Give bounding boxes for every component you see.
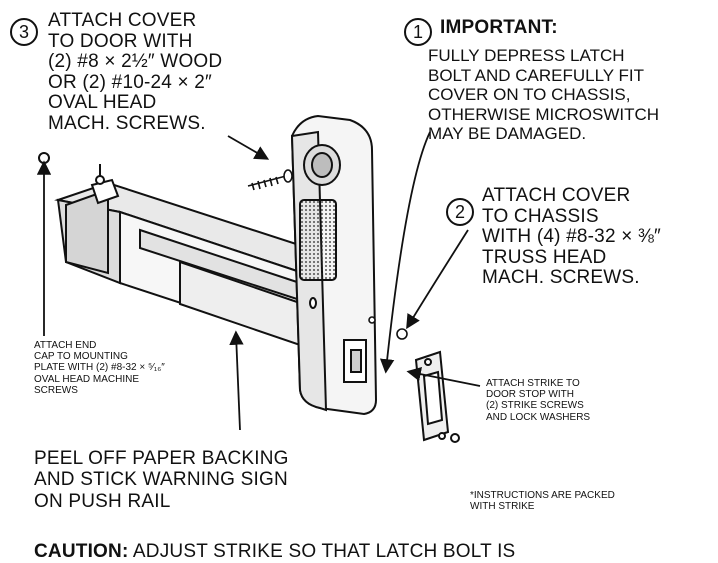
end-cap	[65, 188, 109, 275]
step1-line: OTHERWISE MICROSWITCH	[428, 104, 660, 124]
wood-screw	[247, 169, 293, 191]
step1-line: MAY BE DAMAGED.	[428, 124, 587, 144]
end-cap-line: CAP TO MOUNTING	[34, 351, 128, 363]
end-cap-note: ATTACH END CAP TO MOUNTING PLATE WITH (2…	[34, 340, 165, 396]
step3-line: (2) #8 × 2½″ WOOD	[48, 51, 223, 73]
step2-number-badge: 2	[446, 198, 474, 226]
chassis-cover	[290, 114, 378, 416]
step1-line: BOLT AND CAREFULLY FIT	[428, 65, 645, 85]
packed-line: WITH STRIKE	[470, 501, 535, 513]
packed-note: *INSTRUCTIONS ARE PACKED WITH STRIKE	[470, 490, 615, 512]
step2-instructions: ATTACH COVER TO CHASSIS WITH (4) #8-32 ×…	[482, 185, 661, 289]
step1-number-badge: 1	[404, 18, 432, 46]
step2-line: TO CHASSIS	[482, 205, 599, 227]
step2-line: ATTACH COVER	[482, 185, 631, 206]
step2-arrow	[406, 229, 469, 330]
end-cap-line: PLATE WITH (2) #8-32 × ⁵⁄₁₆″	[34, 362, 165, 374]
step3-number-badge: 3	[10, 18, 38, 46]
strike-line: ATTACH STRIKE TO	[486, 378, 580, 389]
step1-instructions: FULLY DEPRESS LATCH BOLT AND CAREFULLY F…	[428, 46, 659, 144]
peel-note: PEEL OFF PAPER BACKING AND STICK WARNING…	[34, 448, 289, 512]
truss-screw	[368, 316, 408, 340]
peel-arrow	[229, 330, 244, 431]
strike-line: AND LOCK WASHERS	[486, 411, 591, 423]
caution-note: CAUTION: ADJUST STRIKE SO THAT LATCH BOL…	[34, 541, 516, 563]
peel-line: ON PUSH RAIL	[34, 490, 171, 512]
strike-arrow	[406, 367, 481, 387]
end-cap-line: ATTACH END	[34, 340, 97, 351]
end-cap-line: SCREWS	[34, 384, 78, 396]
strike-note: ATTACH STRIKE TO DOOR STOP WITH (2) STRI…	[486, 378, 590, 423]
step1-line: COVER ON TO CHASSIS,	[428, 85, 631, 105]
peel-line: PEEL OFF PAPER BACKING	[34, 448, 289, 469]
end-screw-icon	[38, 152, 50, 164]
step3-arrow	[227, 135, 270, 160]
strike-line: DOOR STOP WITH	[486, 389, 574, 401]
step1-line: FULLY DEPRESS LATCH	[428, 46, 625, 65]
step3-line: OVAL HEAD	[48, 92, 157, 114]
step3-instructions: ATTACH COVER TO DOOR WITH (2) #8 × 2½″ W…	[48, 10, 223, 134]
step3-line: OR (2) #10-24 × 2″	[48, 71, 212, 93]
end-cap-line: OVAL HEAD MACHINE	[34, 373, 140, 385]
step2-line: MACH. SCREWS.	[482, 267, 640, 289]
caution-text: ADJUST STRIKE SO THAT LATCH BOLT IS	[132, 541, 516, 562]
peel-line: AND STICK WARNING SIGN	[34, 469, 288, 491]
step3-line: MACH. SCREWS.	[48, 112, 206, 134]
step2-line: TRUSS HEAD	[482, 246, 607, 268]
caution-label: CAUTION:	[34, 541, 129, 562]
step3-line: ATTACH COVER	[48, 10, 197, 31]
step1-arrow	[379, 131, 431, 374]
strike-line: (2) STRIKE SCREWS	[486, 400, 584, 412]
step1-heading: IMPORTANT:	[440, 17, 558, 38]
step3-line: TO DOOR WITH	[48, 30, 193, 52]
strike-plate	[414, 350, 460, 443]
packed-line: *INSTRUCTIONS ARE PACKED	[470, 490, 615, 501]
step2-line: WITH (4) #8-32 × ⅜″	[482, 226, 661, 248]
